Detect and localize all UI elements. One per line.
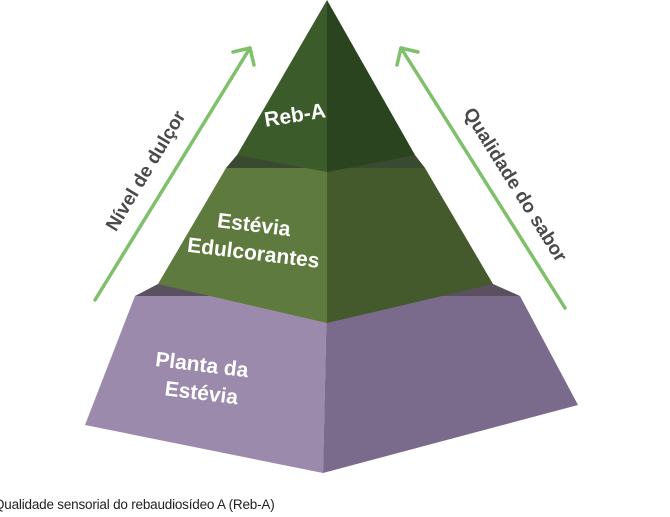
tier-middle-left-face [158,168,327,323]
tier-bottom-left-face [85,296,327,473]
right-arrow [395,46,567,310]
left-arrow-shaft [93,46,252,302]
tier-middle-right-face [327,168,493,323]
tier-top-left-face [237,0,327,172]
tier-top-right-face [327,0,415,172]
tier-top [237,0,415,172]
right-arrow-head-icon [395,46,420,67]
right-arrow-label: Qualidade do sabor [459,104,571,266]
right-arrow-shaft [399,46,567,310]
left-arrow [93,46,256,302]
left-arrow-head-icon [231,46,256,67]
figure-caption: Qualidade sensorial do rebaudiosídeo A (… [0,497,275,512]
tier-bottom-right-face [323,296,578,473]
